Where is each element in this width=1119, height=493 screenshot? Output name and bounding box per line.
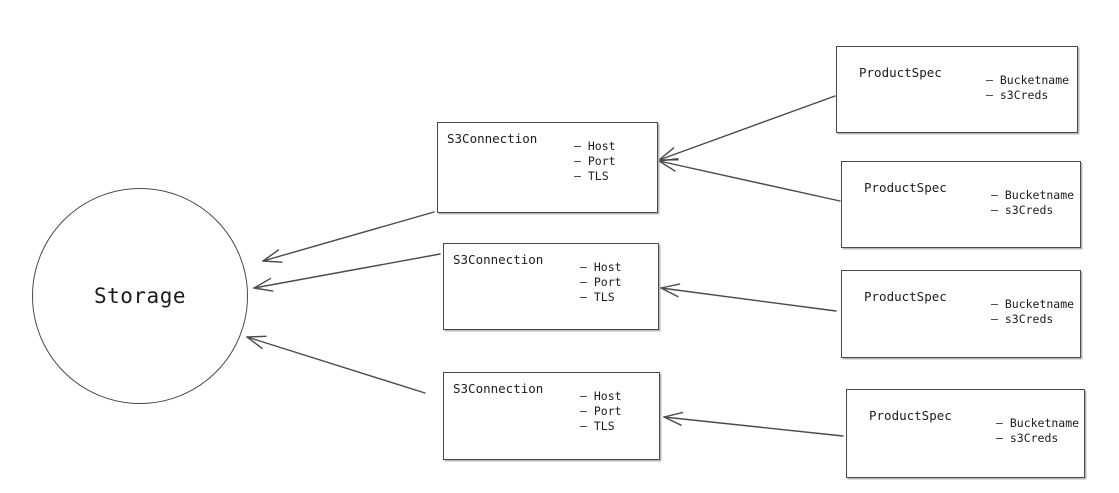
product-spec-attributes: – Bucketname– s3Creds: [991, 297, 1074, 327]
attribute-line: – Bucketname: [991, 297, 1075, 311]
diagram-edge: [253, 253, 441, 292]
product-spec-title: ProductSpec: [869, 408, 952, 423]
product-spec-title: ProductSpec: [864, 289, 947, 304]
product-spec-title: ProductSpec: [859, 65, 942, 80]
product-spec-attributes: – Bucketname– s3Creds: [996, 416, 1079, 446]
s3-connection-attributes: – Host– Port– TLS: [580, 389, 622, 434]
diagram-edge: [246, 335, 426, 394]
product-spec-attributes: – Bucketname– s3Creds: [991, 188, 1074, 218]
attribute-line: – Bucketname: [991, 188, 1075, 202]
diagram-edge: [660, 283, 837, 312]
product-spec-title: ProductSpec: [864, 180, 947, 195]
s3-connection-node[interactable]: S3Connection – Host– Port– TLS: [437, 122, 658, 213]
s3-connection-title: S3Connection: [453, 381, 544, 396]
storage-node-label: Storage: [93, 284, 186, 308]
diagram-edge: [658, 157, 841, 202]
diagram-edge: [262, 211, 435, 263]
storage-node[interactable]: Storage: [32, 188, 248, 404]
diagram-edge: [658, 95, 836, 161]
s3-connection-node[interactable]: S3Connection – Host– Port– TLS: [443, 372, 660, 460]
product-spec-node[interactable]: ProductSpec – Bucketname– s3Creds: [846, 389, 1085, 478]
product-spec-node[interactable]: ProductSpec – Bucketname– s3Creds: [841, 270, 1081, 358]
attribute-line: – Host: [580, 389, 622, 403]
product-spec-node[interactable]: ProductSpec – Bucketname– s3Creds: [836, 46, 1078, 133]
attribute-line: – Bucketname: [996, 416, 1080, 430]
attribute-line: – TLS: [574, 169, 609, 183]
attribute-line: – Host: [580, 260, 622, 274]
attribute-line: – Port: [580, 275, 622, 289]
s3-connection-attributes: – Host– Port– TLS: [580, 260, 622, 305]
attribute-line: – s3Creds: [991, 203, 1054, 217]
s3-connection-attributes: – Host– Port– TLS: [574, 139, 616, 184]
s3-connection-title: S3Connection: [447, 131, 538, 146]
s3-connection-title: S3Connection: [453, 252, 544, 267]
attribute-line: – Bucketname: [986, 73, 1070, 87]
attribute-line: – TLS: [580, 290, 615, 304]
attribute-line: – TLS: [580, 419, 615, 433]
attribute-line: – Port: [580, 404, 622, 418]
product-spec-node[interactable]: ProductSpec – Bucketname– s3Creds: [841, 161, 1081, 248]
attribute-line: – s3Creds: [986, 88, 1049, 102]
attribute-line: – Host: [574, 139, 616, 153]
attribute-line: – Port: [574, 154, 616, 168]
attribute-line: – s3Creds: [996, 431, 1059, 445]
product-spec-attributes: – Bucketname– s3Creds: [986, 73, 1069, 103]
attribute-line: – s3Creds: [991, 312, 1054, 326]
s3-connection-node[interactable]: S3Connection – Host– Port– TLS: [443, 243, 659, 330]
diagram-edge: [663, 411, 844, 437]
